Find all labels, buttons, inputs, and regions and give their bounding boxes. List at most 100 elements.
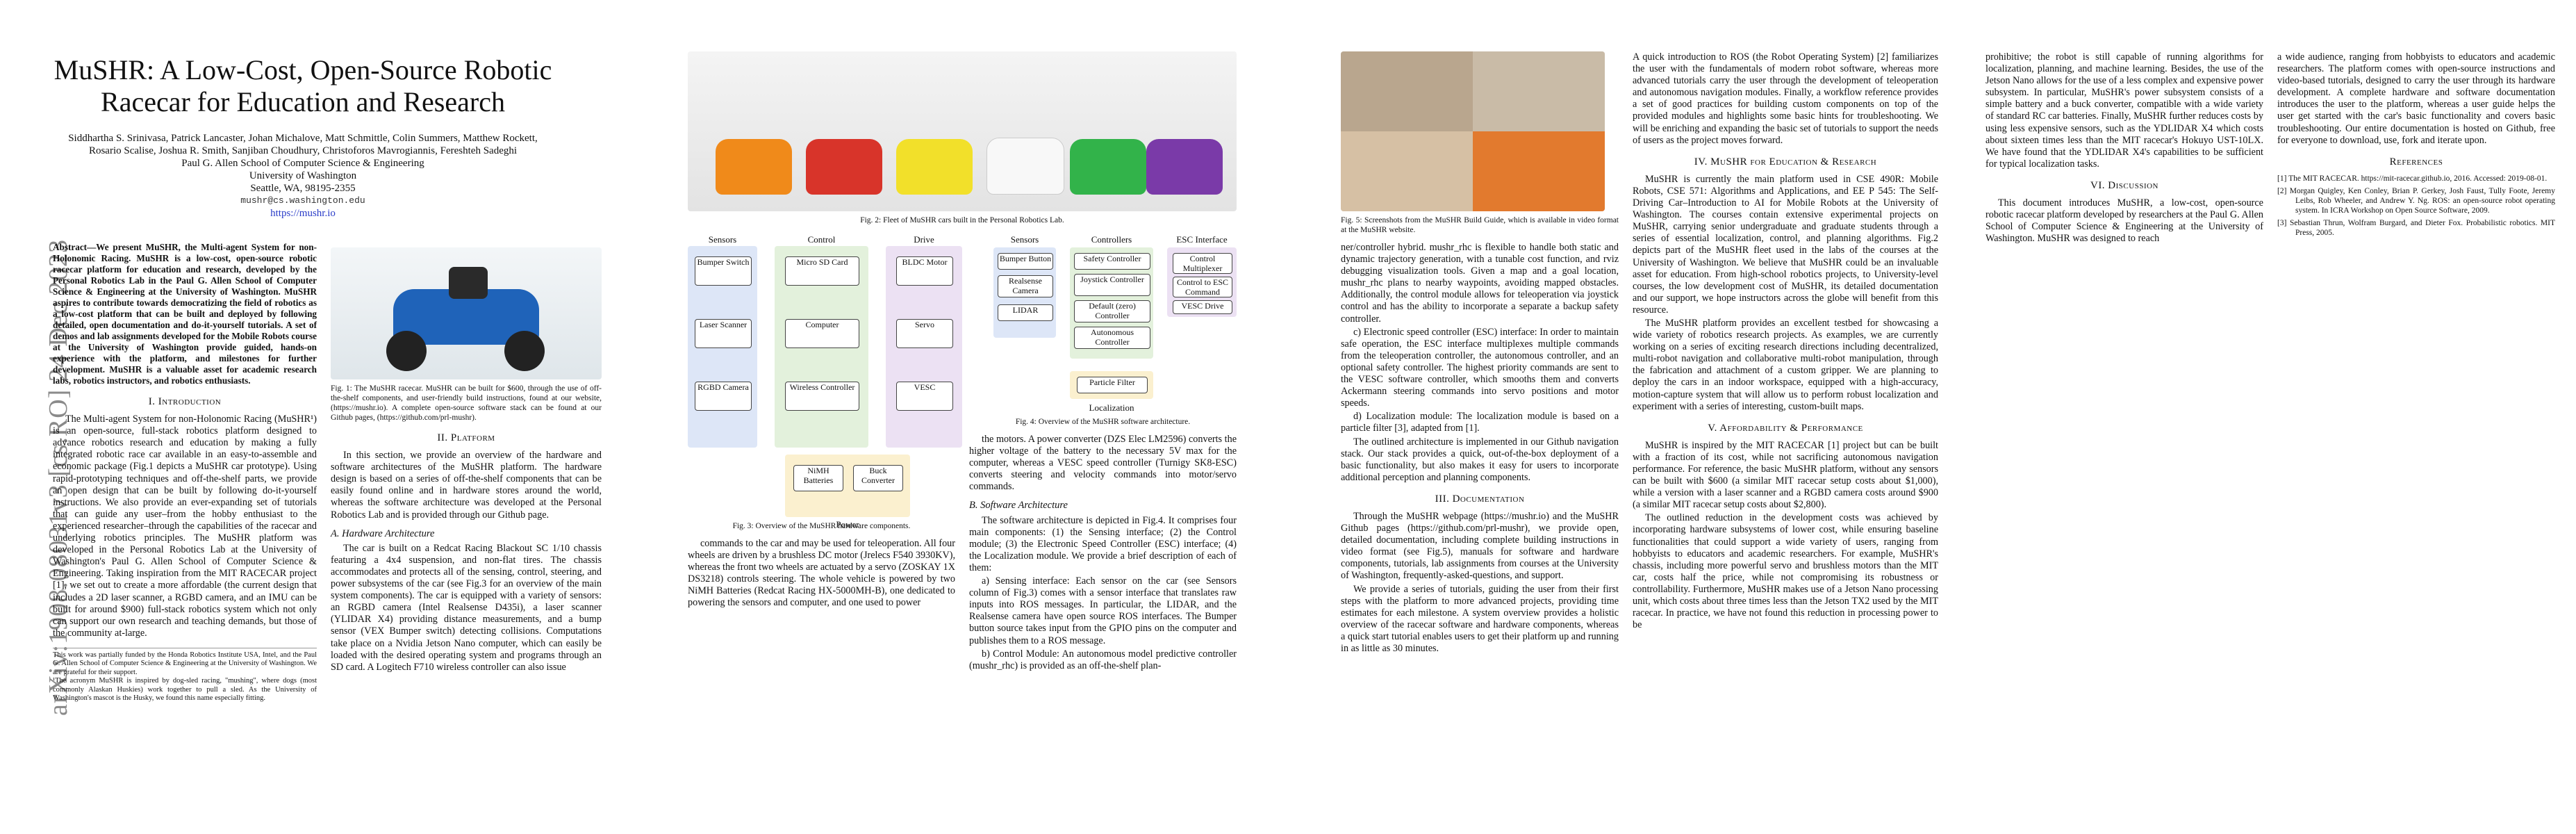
fleet-car-white bbox=[986, 138, 1064, 195]
section-documentation-title: III. Documentation bbox=[1435, 493, 1525, 505]
section-platform-title: II. Platform bbox=[437, 432, 495, 443]
label-sw-localization: Localization bbox=[1089, 402, 1134, 413]
discussion-paragraph-1: This document introduces MuSHR, a low-co… bbox=[1985, 197, 2263, 245]
affordability-paragraph-2: The outlined reduction in the developmen… bbox=[1633, 512, 1938, 631]
box-sw-bumper: Bumper Button bbox=[998, 253, 1053, 270]
column-3-inner: Fig. 5: Screenshots from the MuSHR Build… bbox=[1341, 51, 1938, 656]
box-sw-safety: Safety Controller bbox=[1074, 253, 1150, 270]
box-wireless: Wireless Controller bbox=[785, 382, 859, 411]
hardware-paragraph-2: commands to the car and may be used for … bbox=[688, 538, 955, 609]
box-sw-joystick: Joystick Controller bbox=[1074, 274, 1150, 296]
box-vesc: VESC bbox=[896, 382, 953, 411]
column-4-inner: prohibitive; the robot is still capable … bbox=[1985, 51, 2555, 246]
arxiv-stamp: arXiv:1908.08031v3 [cs.RO] 24 Dec 2023 bbox=[44, 238, 73, 716]
box-servo: Servo bbox=[896, 319, 953, 348]
figure-2-caption: Fig. 2: Fleet of MuSHR cars built in the… bbox=[860, 216, 1064, 224]
education-paragraph-1: MuSHR is currently the main platform use… bbox=[1633, 173, 1938, 316]
documentation-paragraph-2: We provide a series of tutorials, guidin… bbox=[1341, 583, 1619, 654]
box-buck: Buck Converter bbox=[853, 465, 903, 491]
label-power: Power bbox=[836, 519, 859, 530]
box-sw-mux: Control Multiplexer bbox=[1173, 253, 1232, 274]
box-sw-particle: Particle Filter bbox=[1077, 377, 1148, 393]
architecture-summary-paragraph: The outlined architecture is implemented… bbox=[1341, 436, 1619, 483]
box-sd: Micro SD Card bbox=[785, 256, 859, 286]
column-4: prohibitive; the robot is still capable … bbox=[1985, 51, 2555, 246]
column-3: Fig. 5: Screenshots from the MuSHR Build… bbox=[1341, 51, 1938, 656]
email[interactable]: mushr@cs.washington.edu bbox=[240, 195, 365, 206]
hardware-architecture-title: A. Hardware Architecture bbox=[331, 528, 435, 539]
section-introduction-title: I. Introduction bbox=[148, 396, 222, 407]
label-sw-esc: ESC Interface bbox=[1176, 234, 1228, 245]
abstract-and-figure: Abstract—We present MuSHR, the Multi-age… bbox=[53, 228, 609, 703]
label-sw-controllers: Controllers bbox=[1091, 234, 1132, 245]
box-sw-vesc-drive: VESC Drive bbox=[1173, 300, 1232, 314]
build-photo-2 bbox=[1473, 51, 1605, 131]
figure-2-fleet-photo bbox=[688, 51, 1237, 211]
box-bldc: BLDC Motor bbox=[896, 256, 953, 286]
section-discussion-title: VI. Discussion bbox=[2090, 179, 2158, 191]
figure-3-caption: Fig. 3: Overview of the MuSHR hardware c… bbox=[732, 522, 911, 530]
address: Seattle, WA, 98195-2355 bbox=[250, 183, 356, 194]
reference-item: [1] The MIT RACECAR. https://mit-racecar… bbox=[2277, 174, 2548, 183]
label-drive: Drive bbox=[914, 234, 934, 245]
abstract: Abstract—We present MuSHR, the Multi-age… bbox=[53, 242, 317, 386]
box-computer: Computer bbox=[785, 319, 859, 348]
hardware-paragraph-3: the motors. A power converter (DZS Elec … bbox=[969, 434, 1237, 493]
education-paragraph-2: The MuSHR platform provides an excellent… bbox=[1633, 317, 1938, 412]
control-module-paragraph-2: ner/controller hybrid. mushr_rhc is flex… bbox=[1341, 242, 1619, 325]
box-sw-realsense: Realsense Camera bbox=[998, 275, 1053, 297]
footnote-funding: This work was partially funded by the Ho… bbox=[53, 651, 317, 676]
reference-item: [3] Sebastian Thrun, Wolfram Burgard, an… bbox=[2277, 218, 2555, 237]
car-wheel-front bbox=[386, 331, 427, 371]
affiliation: Paul G. Allen School of Computer Science… bbox=[181, 158, 424, 169]
software-architecture-title: B. Software Architecture bbox=[969, 500, 1068, 512]
figure-5-build-guide-photos bbox=[1341, 51, 1605, 211]
author-list: Siddhartha S. Srinivasa, Patrick Lancast… bbox=[68, 133, 538, 156]
footnotes: This work was partially funded by the Ho… bbox=[53, 647, 317, 703]
box-rgbd: RGBD Camera bbox=[695, 382, 752, 411]
build-photo-4 bbox=[1473, 131, 1605, 211]
label-sw-sensors: Sensors bbox=[1010, 234, 1039, 245]
figure-5-caption: Fig. 5: Screenshots from the MuSHR Build… bbox=[1341, 216, 1619, 234]
discussion-paragraph-2: a wide audience, ranging from hobbyists … bbox=[2277, 51, 2555, 146]
figure-1-caption: Fig. 1: The MuSHR racecar. MuSHR can be … bbox=[331, 384, 602, 422]
fleet-car-green bbox=[1070, 139, 1146, 195]
label-control: Control bbox=[807, 234, 836, 245]
figure-4-caption: Fig. 4: Overview of the MuSHR software a… bbox=[1015, 418, 1191, 426]
section-education-title: IV. MuSHR for Education & Research bbox=[1694, 156, 1877, 167]
documentation-paragraph-1: Through the MuSHR webpage (https://mushr… bbox=[1341, 510, 1619, 582]
build-photo-1 bbox=[1341, 51, 1473, 131]
car-sensor-tower bbox=[449, 267, 488, 299]
sensing-interface-paragraph: a) Sensing interface: Each sensor on the… bbox=[969, 575, 1237, 646]
fleet-car-purple bbox=[1146, 139, 1223, 195]
column-1: MuSHR: A Low-Cost, Open-Source Robotic R… bbox=[53, 51, 609, 703]
intro-paragraph: The Multi-agent System for non-Holonomic… bbox=[53, 414, 317, 639]
figure-3-hardware-diagram: Sensors Control Drive Power Bumper Switc… bbox=[688, 232, 980, 530]
fleet-car-orange bbox=[716, 139, 792, 195]
references-title: References bbox=[2389, 156, 2443, 167]
box-sw-default: Default (zero) Controller bbox=[1074, 300, 1150, 322]
box-sw-lidar: LIDAR bbox=[998, 304, 1053, 321]
fleet-car-yellow bbox=[896, 139, 973, 195]
hardware-paragraph: The car is built on a Redcat Racing Blac… bbox=[331, 542, 602, 673]
esc-interface-paragraph: c) Electronic speed controller (ESC) int… bbox=[1341, 326, 1619, 409]
localization-paragraph: d) Localization module: The localization… bbox=[1341, 411, 1619, 434]
affordability-paragraph-3: prohibitive; the robot is still capable … bbox=[1985, 51, 2263, 170]
affordability-paragraph-1: MuSHR is inspired by the MIT RACECAR [1]… bbox=[1633, 439, 1938, 511]
platform-paragraph: In this section, we provide an overview … bbox=[331, 450, 602, 521]
figure-1-photo bbox=[331, 247, 602, 379]
build-photo-3 bbox=[1341, 131, 1473, 211]
box-bumper: Bumper Switch bbox=[695, 256, 752, 286]
university: University of Washington bbox=[249, 170, 357, 181]
column-2-text: Fig. 3: Overview of the MuSHR hardware c… bbox=[688, 418, 1237, 673]
box-laser: Laser Scanner bbox=[695, 319, 752, 348]
fleet-car-red bbox=[806, 139, 882, 195]
website-link[interactable]: https://mushr.io bbox=[270, 208, 336, 219]
box-sw-ctrl-esc: Control to ESC Command bbox=[1173, 277, 1232, 297]
author-block: Siddhartha S. Srinivasa, Patrick Lancast… bbox=[53, 132, 553, 220]
reference-item: [2] Morgan Quigley, Ken Conley, Brian P.… bbox=[2277, 186, 2555, 215]
reference-list: [1] The MIT RACECAR. https://mit-racecar… bbox=[2277, 174, 2555, 238]
control-module-paragraph: b) Control Module: An autonomous model p… bbox=[969, 648, 1237, 671]
box-sw-autonomous: Autonomous Controller bbox=[1074, 327, 1150, 349]
